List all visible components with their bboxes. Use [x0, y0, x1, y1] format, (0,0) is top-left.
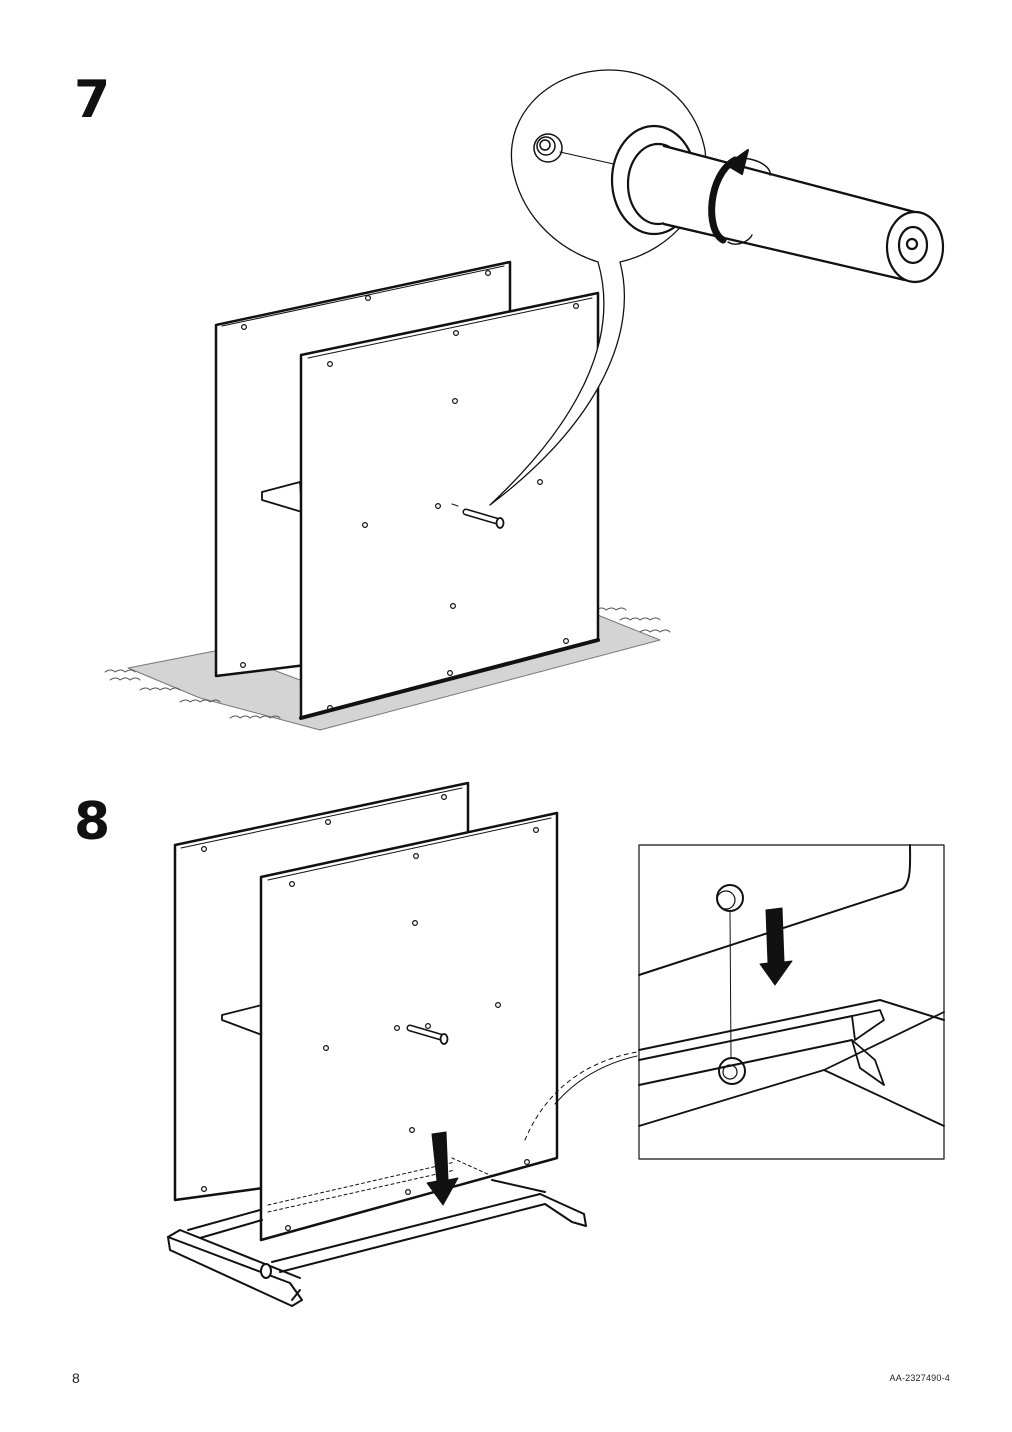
detail-box [638, 844, 945, 1160]
base-frame [167, 1179, 587, 1307]
document-code: AA-2327490-4 [889, 1373, 950, 1383]
peg-into-hole-detail-icon [638, 844, 945, 1127]
step-7-illustration [104, 69, 945, 731]
rug-fringe-left [104, 669, 281, 719]
step-8-number: 8 [74, 792, 111, 852]
down-arrow-icon [426, 1131, 459, 1206]
small-peg [451, 503, 505, 529]
panel-holes [240, 270, 579, 711]
rotate-clockwise-arrow-icon [708, 149, 771, 245]
panel-holes [201, 793, 539, 1231]
rug-fringe-right [595, 607, 671, 633]
small-peg [394, 1022, 449, 1045]
detail-connector [524, 1051, 638, 1141]
leg-cylinder [610, 124, 945, 284]
page-number: 8 [72, 1370, 80, 1386]
threaded-hole [533, 133, 619, 166]
step-7-number: 7 [74, 70, 111, 130]
